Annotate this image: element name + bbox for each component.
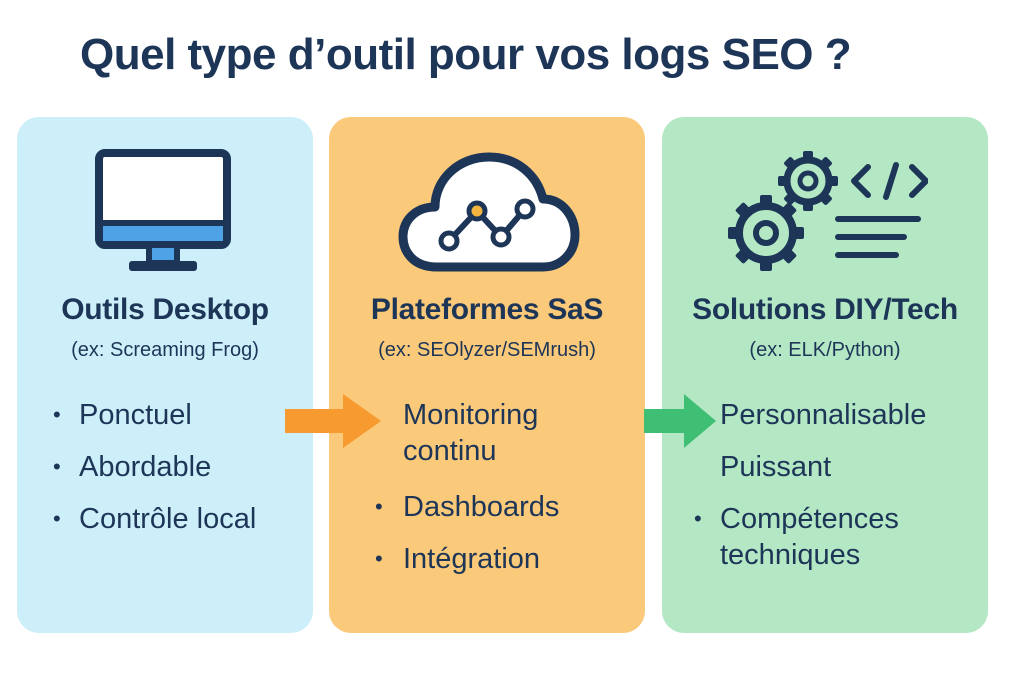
card-title: Outils Desktop — [61, 293, 269, 326]
card-saas-platforms: Plateformes SaS (ex: SEOlyzer/SEMrush) M… — [329, 117, 645, 633]
cloud-chart-icon — [397, 149, 581, 280]
arrow-right-icon — [283, 392, 383, 455]
bullet-icon: • — [53, 506, 61, 531]
feature-item: Monitoring — [403, 399, 539, 431]
feature-item: Puissant — [720, 451, 832, 483]
card-desktop-tools: Outils Desktop (ex: Screaming Frog) • Po… — [17, 117, 313, 633]
bullet-icon: • — [375, 546, 383, 571]
bullet-icon: • — [53, 402, 61, 427]
desktop-monitor-icon — [93, 147, 233, 282]
feature-item: Ponctuel — [79, 399, 192, 431]
feature-item: Personnalisable — [720, 399, 927, 431]
card-diy-solutions: Solutions DIY/Tech (ex: ELK/Python) Pers… — [662, 117, 988, 633]
page-title: Quel type d’outil pour vos logs SEO ? — [80, 30, 852, 79]
feature-item: Abordable — [79, 451, 212, 483]
bullet-icon: • — [53, 454, 61, 479]
card-subtitle: (ex: Screaming Frog) — [71, 339, 259, 361]
gears-code-icon — [728, 149, 929, 280]
feature-item: continu — [403, 435, 497, 467]
card-subtitle: (ex: SEOlyzer/SEMrush) — [378, 339, 596, 361]
bullet-icon: • — [375, 494, 383, 519]
card-title: Plateformes SaS — [370, 293, 604, 326]
feature-item: Compétences — [720, 503, 899, 535]
feature-item: techniques — [720, 539, 861, 571]
card-title: Solutions DIY/Tech — [692, 293, 958, 326]
card-subtitle: (ex: ELK/Python) — [749, 339, 901, 361]
feature-item: Intégration — [403, 543, 541, 575]
bullet-icon: • — [694, 506, 702, 531]
feature-item: Dashboards — [403, 491, 560, 523]
feature-item: Contrôle local — [79, 503, 257, 535]
arrow-right-icon — [642, 392, 718, 455]
